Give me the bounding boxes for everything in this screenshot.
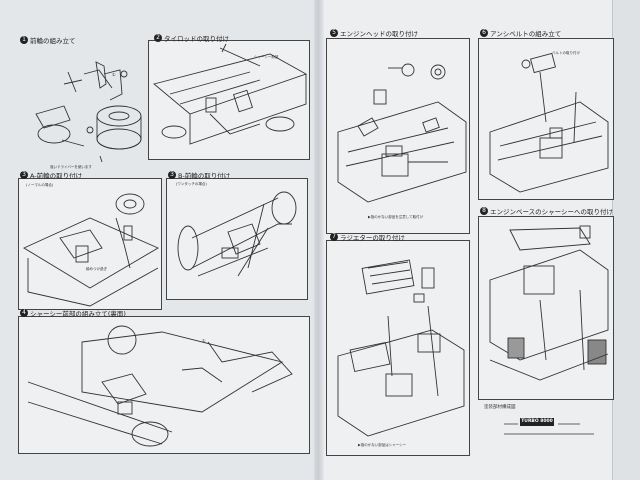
next-page-edge bbox=[612, 0, 640, 480]
step-8-number: 8 bbox=[480, 207, 488, 215]
svg-text:▶指のかない部品を注意して取付け: ▶指のかない部品を注意して取付け bbox=[368, 214, 424, 219]
step-5-number: 5 bbox=[330, 29, 338, 37]
step-3a-illustration: 締めつけ過ぎ bbox=[23, 193, 159, 307]
svg-text:強いドライバーを使います: 強いドライバーを使います bbox=[50, 164, 92, 169]
step-3a-note: (ノーマルの場合) bbox=[26, 183, 54, 187]
step-3b-title: B-前輪の取り付け bbox=[178, 172, 231, 180]
svg-text:①: ① bbox=[112, 72, 116, 77]
step-4-title: シャーシー前部の組み立て(裏面) bbox=[30, 310, 126, 318]
step-8-title: エンジンベースのシャーシーへの取り付け bbox=[490, 208, 614, 216]
step-1-title: 前輪の組み立て bbox=[30, 37, 76, 45]
step-3b-note: (ワンタッチの場合) bbox=[176, 182, 207, 186]
turbo-badge: TURBO 8000 bbox=[520, 418, 554, 426]
svg-text:シャーシー前部: シャーシー前部 bbox=[254, 54, 279, 59]
step-3b-illustration bbox=[177, 191, 297, 277]
step-7-illustration: ▶指のかない部品はシャーシー bbox=[337, 259, 465, 447]
svg-text:締めつけ過ぎ: 締めつけ過ぎ bbox=[86, 266, 107, 271]
step-1-illustration: ① 強いドライバーを使います bbox=[35, 61, 142, 169]
step-7-title: ラジエターの取り付け bbox=[340, 234, 405, 242]
step-6-illustration: ベルトの取り付け bbox=[489, 50, 609, 193]
step-4-illustration: ① bbox=[27, 325, 293, 447]
step-7-number: 7 bbox=[330, 233, 338, 241]
step-6-number: 6 bbox=[480, 29, 488, 37]
step-4-panel bbox=[18, 316, 310, 454]
step-2-illustration: シャーシー前部 bbox=[153, 43, 308, 145]
step-4-number: 4 bbox=[20, 309, 28, 317]
legend-diagram bbox=[504, 423, 594, 435]
step-6-title: アンシベルトの組み立て bbox=[490, 30, 562, 38]
page-fold bbox=[314, 0, 324, 480]
step-3a-title: A-前輪の取り付け bbox=[30, 172, 83, 180]
step-2-number: 2 bbox=[154, 34, 162, 42]
svg-text:▶指のかない部品はシャーシー: ▶指のかない部品はシャーシー bbox=[358, 442, 407, 447]
step-8-panel bbox=[478, 216, 614, 400]
svg-text:①: ① bbox=[202, 338, 206, 343]
step-3a-number: 3 bbox=[20, 171, 28, 179]
step-5-title: エンジンヘッドの取り付け bbox=[340, 30, 418, 38]
step-1-number: 1 bbox=[20, 36, 28, 44]
legend-title: 塗装部材構成図 bbox=[484, 405, 516, 410]
paint-legend: 塗装部材構成図 TURBO 8000 bbox=[484, 404, 602, 446]
step-8-illustration bbox=[489, 225, 609, 381]
svg-text:ベルトの取り付け: ベルトの取り付け bbox=[552, 50, 580, 55]
step-5-illustration: ▶指のかない部品を注意して取付け bbox=[337, 63, 467, 219]
step-2-panel bbox=[148, 40, 310, 160]
step-5-panel bbox=[326, 38, 470, 234]
step-3b-panel bbox=[166, 178, 308, 300]
step-3b-number: 3 bbox=[168, 171, 176, 179]
step-2-title: タイロッドの取り付け bbox=[164, 35, 229, 43]
step-7-panel bbox=[326, 240, 470, 456]
